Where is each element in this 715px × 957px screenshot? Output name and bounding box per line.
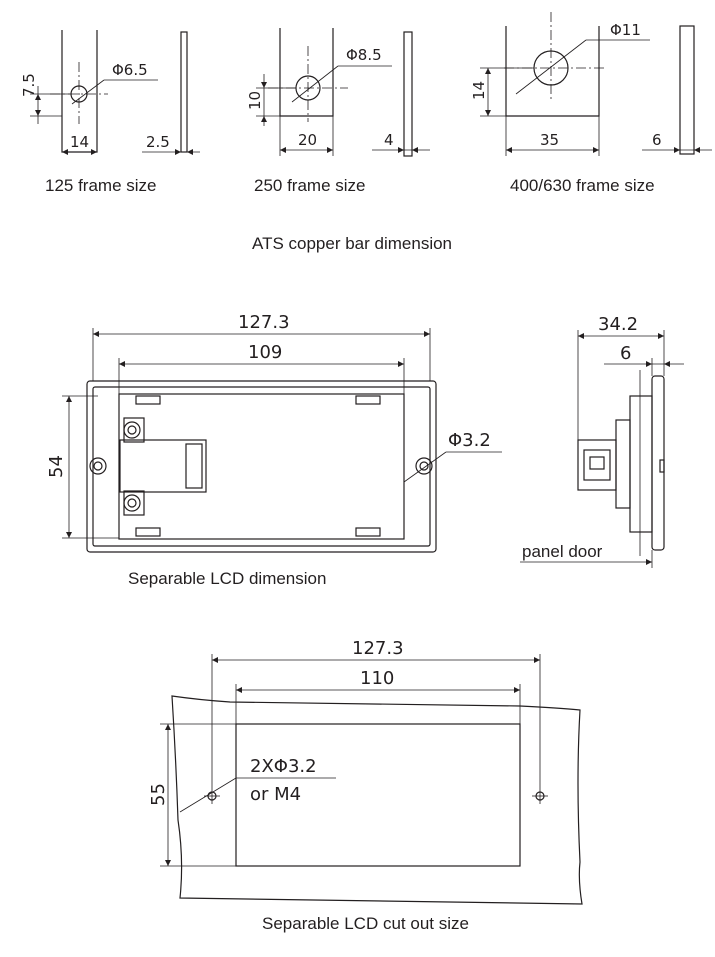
lcd-hole-diameter: Φ3.2 [448,430,491,451]
frame125-hole-height: 7.5 [20,73,38,97]
frame125-thickness: 2.5 [146,133,170,151]
frame400-thickness: 6 [652,131,662,149]
lcd-overall-width: 127.3 [238,312,290,333]
cutout-hole-note-line2: or M4 [250,784,301,805]
panel-door-label: panel door [522,542,603,561]
lcd-front-view [62,328,502,553]
frame400-hole-height: 14 [470,81,488,100]
copper-bar-125-drawing [30,30,200,155]
cutout-hole-spacing: 127.3 [352,638,404,659]
frame400-caption: 400/630 frame size [510,176,655,195]
lcd-side-depth: 34.2 [598,314,638,335]
frame250-width: 20 [298,131,317,149]
lcd-inner-width: 109 [248,342,282,363]
lcd-height: 54 [46,455,67,478]
lcd-caption: Separable LCD dimension [128,569,326,588]
frame400-hole-diameter: Φ11 [610,21,641,39]
frame250-hole-diameter: Φ8.5 [346,46,382,64]
cutout-hole-note-line1: 2XΦ3.2 [250,756,317,777]
frame400-width: 35 [540,131,559,149]
frame250-hole-height: 10 [246,91,264,110]
cutout-opening-width: 110 [360,668,394,689]
lcd-side-view [520,330,684,568]
cutout-opening-height: 55 [148,783,169,806]
frame250-caption: 250 frame size [254,176,366,195]
cutout-drawing [160,654,583,905]
copper-bar-400-630-drawing [480,12,712,156]
lcd-side-flange: 6 [620,343,631,364]
copper-bar-title: ATS copper bar dimension [252,234,452,253]
cutout-caption: Separable LCD cut out size [262,914,469,933]
copper-bar-250-drawing [256,28,430,157]
frame125-caption: 125 frame size [45,176,157,195]
frame125-hole-diameter: Φ6.5 [112,61,148,79]
frame250-thickness: 4 [384,131,394,149]
frame125-width: 14 [70,133,89,151]
